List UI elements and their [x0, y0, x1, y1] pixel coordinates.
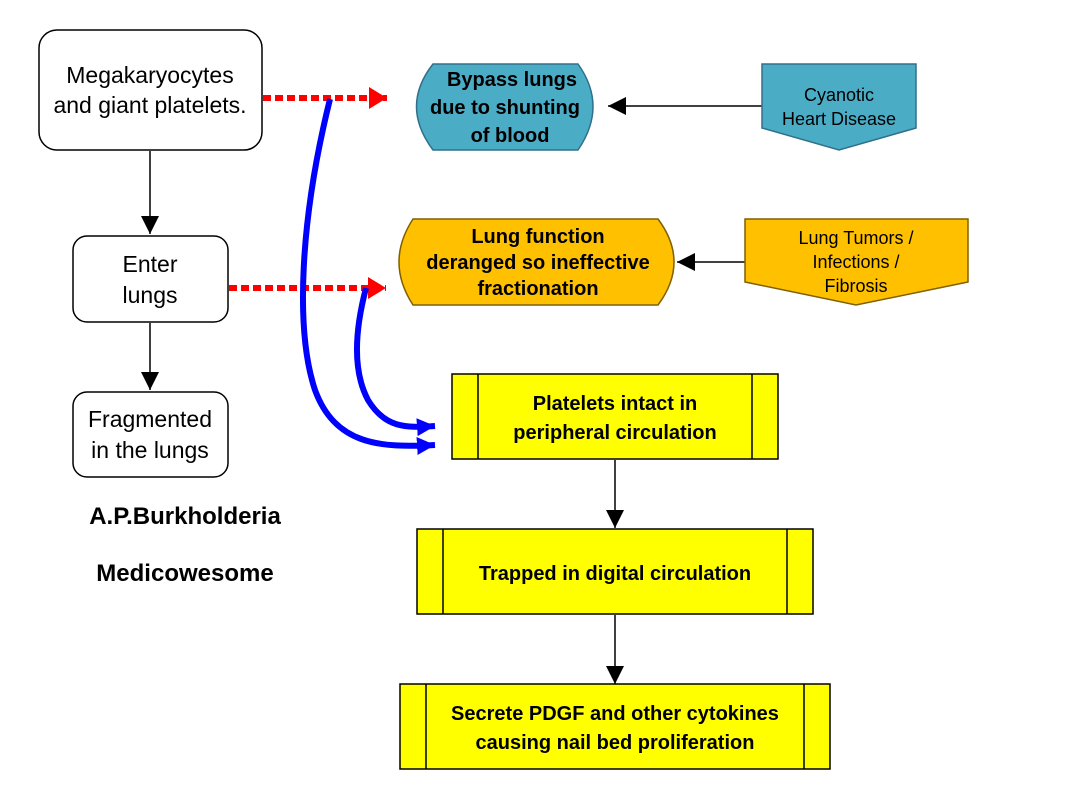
node-cyanotic-line-2: Heart Disease [782, 109, 896, 129]
node-fragmented: Fragmented in the lungs [72, 391, 229, 478]
node-platelets-line-1: Platelets intact in [533, 393, 698, 415]
node-platelets-intact: Platelets intact in peripheral circulati… [451, 373, 779, 460]
node-enter-lungs-line-2: lungs [123, 282, 178, 308]
node-lung-function-line-1: Lung function [471, 226, 604, 248]
node-enter-lungs-line-1: Enter [123, 251, 178, 277]
node-lung-tumors-line-3: Fibrosis [824, 276, 887, 296]
curved-arrow-lungs-to-platelets [353, 287, 436, 437]
node-bypass-line-1: Bypass lungs [447, 69, 577, 91]
node-enter-lungs: Enter lungs [72, 235, 229, 323]
credit-author: A.P.Burkholderia [89, 503, 281, 530]
node-trapped-line-1: Trapped in digital circulation [479, 563, 751, 585]
node-megakaryocytes: Megakaryocytes and giant platelets. [38, 29, 263, 151]
curved-arrow-megakaryocytes-to-platelets [300, 98, 436, 455]
node-lung-tumors-line-1: Lung Tumors / [798, 228, 913, 248]
node-fragmented-line-1: Fragmented [88, 406, 212, 432]
node-secrete-line-2: causing nail bed proliferation [476, 732, 755, 754]
node-megakaryocytes-line-2: and giant platelets. [53, 92, 246, 118]
credit-site: Medicowesome [96, 560, 273, 587]
node-secrete-line-1: Secrete PDGF and other cytokines [451, 703, 779, 725]
node-secrete: Secrete PDGF and other cytokines causing… [399, 683, 831, 770]
node-fragmented-line-2: in the lungs [91, 437, 209, 463]
node-lung-tumors: Lung Tumors / Infections / Fibrosis [744, 218, 969, 306]
node-lung-function-line-3: fractionation [477, 278, 598, 300]
node-cyanotic-line-1: Cyanotic [804, 85, 874, 105]
node-bypass-lungs: Bypass lungs due to shunting of blood [415, 63, 594, 151]
node-bypass-line-2: due to shunting [430, 97, 580, 119]
node-trapped: Trapped in digital circulation [416, 528, 814, 615]
node-megakaryocytes-line-1: Megakaryocytes [66, 62, 233, 88]
node-cyanotic-heart-disease: Cyanotic Heart Disease [761, 63, 917, 151]
node-lung-tumors-line-2: Infections / [812, 252, 899, 272]
node-lung-function-line-2: deranged so ineffective [426, 252, 649, 274]
node-platelets-line-2: peripheral circulation [513, 422, 716, 444]
node-bypass-line-3: of blood [471, 125, 550, 147]
node-lung-function: Lung function deranged so ineffective fr… [398, 218, 675, 306]
